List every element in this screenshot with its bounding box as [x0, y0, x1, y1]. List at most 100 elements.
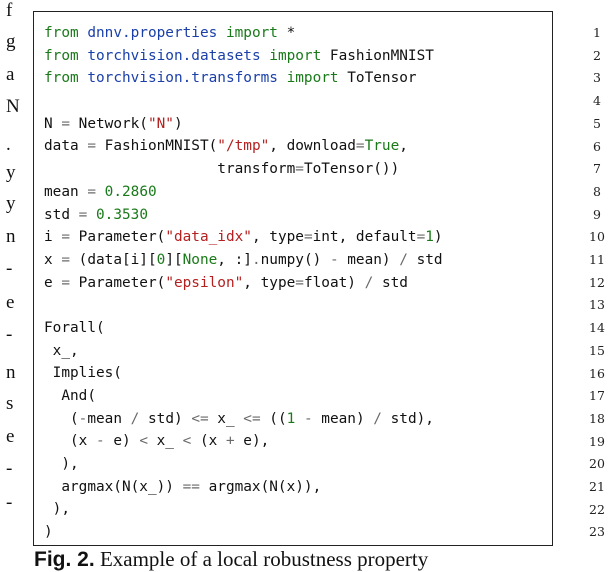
code-token: std)	[139, 410, 192, 427]
code-token: from	[44, 70, 79, 87]
code-line: from torchvision.datasets import Fashion…	[44, 45, 443, 68]
code-token: ),	[44, 456, 79, 473]
code-token: Forall(	[44, 319, 105, 336]
code-token: *	[277, 25, 296, 41]
code-token: 1	[286, 410, 296, 427]
code-token: int, default	[312, 229, 417, 246]
margin-char: y	[6, 193, 16, 214]
code-token: data	[44, 138, 88, 155]
line-number: 14	[589, 320, 605, 336]
code-token: e),	[234, 433, 270, 450]
code-token: mean)	[338, 251, 400, 268]
code-token: x_	[208, 410, 244, 427]
code-token: =	[355, 138, 365, 155]
line-number: 22	[589, 501, 605, 517]
code-token: )	[173, 115, 183, 132]
figure-caption: Fig. 2. Example of a local robustness pr…	[34, 547, 428, 572]
code-token: std),	[381, 410, 434, 427]
code-line: x_,	[44, 340, 443, 363]
code-line: e = Parameter("epsilon", type=float) / s…	[44, 272, 443, 295]
line-number: 2	[593, 47, 601, 63]
code-token: =	[295, 274, 304, 291]
margin-char: a	[6, 64, 15, 85]
code-line	[44, 294, 443, 317]
code-token: =	[61, 251, 70, 268]
line-number: 21	[589, 479, 605, 495]
margin-char: -	[6, 492, 13, 513]
code-token	[87, 207, 96, 223]
code-line: x = (data[i][0][None, :].numpy() - mean)…	[44, 249, 443, 272]
code-token: from	[44, 47, 79, 64]
code-token: x	[44, 251, 62, 268]
line-number: 4	[593, 93, 601, 109]
code-line: Implies(	[44, 362, 443, 385]
code-token: i	[44, 229, 62, 246]
caption-text: Example of a local robustness property	[94, 547, 429, 571]
code-token: import	[286, 70, 339, 87]
code-token: +	[225, 433, 235, 450]
code-token: e)	[104, 433, 140, 450]
code-token: float)	[303, 274, 365, 291]
code-token: std	[44, 206, 79, 223]
code-token: ,	[399, 138, 408, 155]
code-token: mean	[87, 410, 131, 427]
caption-label: Fig. 2.	[34, 548, 95, 571]
margin-char: n	[6, 226, 16, 247]
code-token: from	[44, 25, 79, 41]
code-line: std = 0.3530	[44, 204, 443, 227]
margin-char: n	[6, 362, 16, 383]
code-token: Implies(	[44, 365, 122, 382]
code-line: i = Parameter("data_idx", type=int, defa…	[44, 226, 443, 249]
line-number: 23	[589, 524, 605, 540]
code-token: 0	[156, 251, 166, 268]
code-token: =	[61, 115, 70, 132]
margin-char: e	[6, 426, 15, 447]
code-token: std	[373, 274, 408, 291]
code-token: 0.3530	[96, 206, 148, 223]
code-token: <=	[243, 410, 261, 427]
code-token: argmax(N(x_))	[44, 478, 183, 495]
code-token: ==	[182, 478, 200, 495]
code-token: ToTensor())	[303, 161, 400, 178]
line-number: 15	[589, 342, 605, 358]
code-token: import	[269, 47, 322, 64]
code-token: /	[130, 410, 140, 427]
code-token: ),	[44, 501, 70, 518]
code-line: And(	[44, 385, 443, 408]
code-token: =	[416, 229, 426, 246]
code-line: from torchvision.transforms import ToTen…	[44, 67, 443, 90]
line-number: 16	[589, 365, 605, 381]
code-token: import	[225, 25, 278, 41]
code-token: /	[399, 251, 408, 268]
code-token: "epsilon"	[165, 274, 244, 291]
code-token: (x	[44, 433, 96, 450]
code-token: /	[373, 410, 382, 427]
code-token: <	[182, 433, 192, 450]
code-token: "data_idx"	[165, 229, 252, 246]
code-token: numpy()	[260, 251, 330, 268]
code-token: , type	[251, 229, 304, 246]
code-token	[96, 184, 105, 200]
code-token: , type	[243, 274, 296, 291]
code-token: True	[364, 138, 400, 155]
code-token: dnnv.properties	[87, 25, 218, 41]
code-token: torchvision.transforms	[87, 70, 278, 87]
code-token: -	[329, 251, 339, 268]
line-number: 5	[593, 115, 601, 131]
code-token: /	[364, 274, 374, 291]
code-line: transform=ToTensor())	[44, 158, 443, 181]
code-line	[44, 90, 443, 113]
code-token: mean	[44, 183, 88, 200]
code-token: FashionMNIST(	[96, 138, 218, 155]
code-token: =	[78, 206, 88, 223]
code-token: )	[433, 229, 443, 246]
margin-char: f	[6, 0, 13, 21]
code-line: from dnnv.properties import *	[44, 22, 443, 45]
code-token: <=	[191, 410, 209, 427]
margin-char: -	[6, 324, 13, 345]
code-token: 0.2860	[104, 183, 157, 200]
line-number: 11	[589, 252, 605, 268]
line-number: 1	[593, 25, 601, 40]
code-token: (data[i][	[70, 251, 157, 268]
